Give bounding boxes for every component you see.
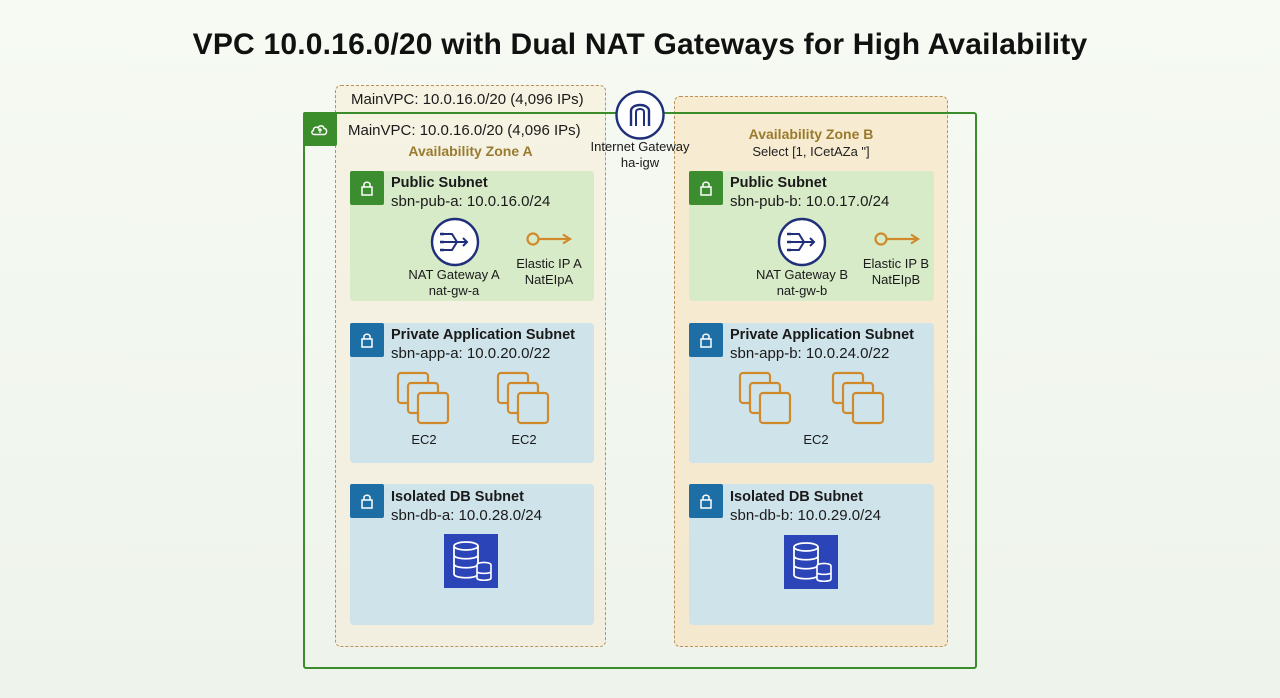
lock-icon xyxy=(350,171,384,205)
elastic-ip-a-icon xyxy=(525,230,575,248)
ec2-instance-icon xyxy=(738,371,794,427)
nat-gateway-a-id: nat-gw-a xyxy=(428,283,480,298)
lock-icon xyxy=(350,323,384,357)
ec2-instance-icon xyxy=(496,371,552,427)
db-subnet-b-cidr: sbn-db-b: 10.0.29.0/24 xyxy=(730,507,881,524)
private-app-subnet-b-title: Private Application Subnet xyxy=(730,327,914,343)
ec2-label: EC2 xyxy=(511,432,537,447)
nat-gateway-b-name: NAT Gateway B xyxy=(756,267,848,282)
db-subnet-a-cidr: sbn-db-a: 10.0.28.0/24 xyxy=(391,507,542,524)
diagram-title: VPC 10.0.16.0/20 with Dual NAT Gateways … xyxy=(192,28,1088,61)
vpc-cloud-icon xyxy=(303,112,337,146)
vpc-label: MainVPC: 10.0.16.0/20 (4,096 IPs) xyxy=(348,122,581,139)
internet-gateway-label: Internet Gateway ha-igw xyxy=(580,139,700,171)
internet-gateway-icon xyxy=(614,89,666,141)
private-app-subnet-b xyxy=(689,323,934,463)
public-subnet-b-cidr: sbn-pub-b: 10.0.17.0/24 xyxy=(730,193,890,210)
internet-gateway-id: ha-igw xyxy=(620,155,660,170)
ec2-label: EC2 xyxy=(803,432,829,447)
elastic-ip-b-label: Elastic IP B NatEIpB xyxy=(850,256,942,288)
database-icon xyxy=(784,535,838,589)
elastic-ip-a-id: NatEIpA xyxy=(524,272,574,287)
private-app-subnet-a xyxy=(350,323,594,463)
nat-gateway-a-name: NAT Gateway A xyxy=(408,267,500,282)
az-b-title: Availability Zone B xyxy=(748,126,874,142)
nat-gateway-b-label: NAT Gateway B nat-gw-b xyxy=(746,267,858,299)
database-icon xyxy=(444,534,498,588)
elastic-ip-b-id: NatEIpB xyxy=(871,272,921,287)
lock-icon xyxy=(689,323,723,357)
ec2-instance-icon xyxy=(831,371,887,427)
ec2-label: EC2 xyxy=(411,432,437,447)
public-subnet-a-title: Public Subnet xyxy=(391,175,488,191)
elastic-ip-b-name: Elastic IP B xyxy=(862,256,930,271)
elastic-ip-b-icon xyxy=(873,230,923,248)
elastic-ip-a-label: Elastic IP A NatEIpA xyxy=(503,256,595,288)
elastic-ip-a-name: Elastic IP A xyxy=(516,256,582,271)
nat-gateway-a-label: NAT Gateway A nat-gw-a xyxy=(398,267,510,299)
private-app-subnet-b-cidr: sbn-app-b: 10.0.24.0/22 xyxy=(730,345,890,362)
lock-icon xyxy=(689,484,723,518)
az-a-title: Availability Zone A xyxy=(408,143,533,159)
nat-gateway-b-icon xyxy=(776,216,828,268)
az-b-subtitle: Select [1, ICetAZa "] xyxy=(752,144,870,159)
db-subnet-b-title: Isolated DB Subnet xyxy=(730,489,863,505)
public-subnet-a-cidr: sbn-pub-a: 10.0.16.0/24 xyxy=(391,193,551,210)
private-app-subnet-a-cidr: sbn-app-a: 10.0.20.0/22 xyxy=(391,345,551,362)
db-subnet-a-title: Isolated DB Subnet xyxy=(391,489,524,505)
lock-icon xyxy=(689,171,723,205)
nat-gateway-b-id: nat-gw-b xyxy=(776,283,828,298)
ec2-instance-icon xyxy=(396,371,452,427)
vpc-label-top: MainVPC: 10.0.16.0/20 (4,096 IPs) xyxy=(351,91,584,108)
public-subnet-b-title: Public Subnet xyxy=(730,175,827,191)
internet-gateway-name: Internet Gateway xyxy=(590,139,690,154)
lock-icon xyxy=(350,484,384,518)
private-app-subnet-a-title: Private Application Subnet xyxy=(391,327,575,343)
nat-gateway-a-icon xyxy=(429,216,481,268)
